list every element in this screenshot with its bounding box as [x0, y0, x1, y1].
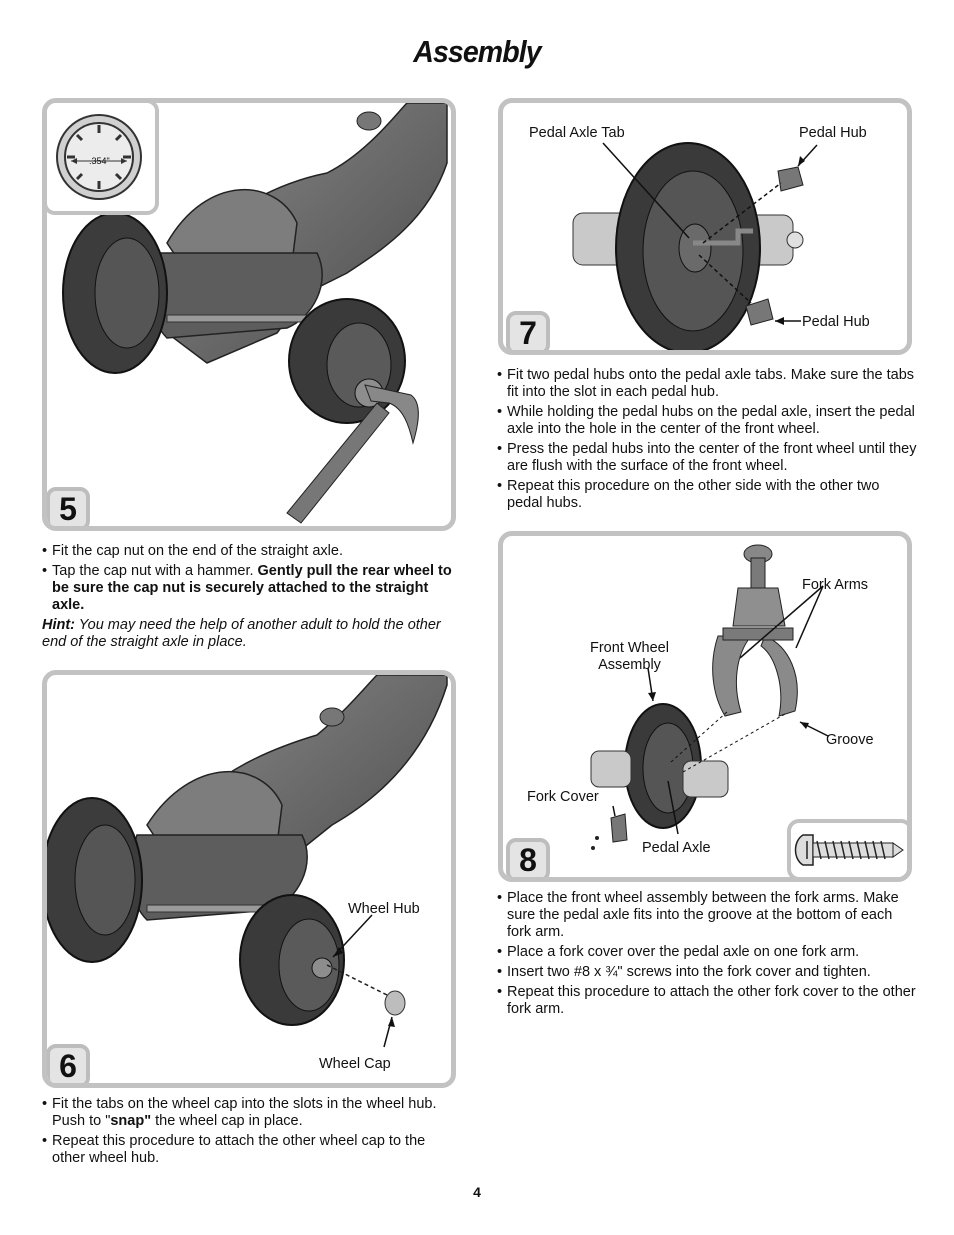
- screw-inset: [787, 819, 907, 877]
- step5-instructions: Fit the cap nut on the end of the straig…: [42, 543, 452, 651]
- wheel-hub-label: Wheel Hub: [348, 901, 420, 917]
- step5-number: 5: [47, 487, 90, 526]
- list-item: Fit two pedal hubs onto the pedal axle t…: [497, 367, 917, 401]
- gauge-icon: [56, 114, 142, 200]
- wheel-cap-label: Wheel Cap: [319, 1056, 391, 1072]
- step5-panel: .354" 5: [42, 98, 456, 531]
- fork-cover-label: Fork Cover: [527, 789, 599, 805]
- gauge-label: .354": [89, 156, 110, 166]
- step7-panel: Pedal Axle Tab Pedal Hub Pedal Hub 7: [498, 98, 912, 355]
- list-item: Fit the cap nut on the end of the straig…: [42, 543, 452, 560]
- pedal-hub-bottom-label: Pedal Hub: [802, 314, 870, 330]
- screw-icon: [794, 834, 904, 866]
- list-item: Repeat this procedure on the other side …: [497, 478, 917, 512]
- step6-panel: Wheel Hub Wheel Cap 6: [42, 670, 456, 1088]
- list-item: Press the pedal hubs into the center of …: [497, 441, 917, 475]
- step8-instructions: Place the front wheel assembly between t…: [497, 890, 917, 1021]
- hint-text: Hint: You may need the help of another a…: [42, 617, 441, 650]
- list-item: Repeat this procedure to attach the othe…: [42, 1133, 452, 1167]
- list-item: Place a fork cover over the pedal axle o…: [497, 944, 917, 961]
- step8-number: 8: [506, 838, 550, 877]
- step8-illustration: [590, 544, 829, 850]
- list-item: Tap the cap nut with a hammer. Gently pu…: [42, 563, 452, 614]
- step6-number: 6: [47, 1044, 90, 1083]
- page-number: 4: [473, 1184, 481, 1200]
- step6-instructions: Fit the tabs on the wheel cap into the s…: [42, 1096, 452, 1170]
- list-item: Fit the tabs on the wheel cap into the s…: [42, 1096, 452, 1130]
- fork-arms-label: Fork Arms: [802, 577, 869, 593]
- step8-panel: Fork Arms Front Wheel Assembly Groove Fo…: [498, 531, 912, 882]
- pedal-hub-top-label: Pedal Hub: [799, 125, 867, 141]
- groove-label: Groove: [826, 732, 874, 748]
- step7-illustration: [572, 142, 818, 350]
- page-title: Assembly: [413, 34, 541, 69]
- step6-illustration: [47, 675, 448, 1048]
- step5-illustration: [62, 103, 448, 524]
- step7-instructions: Fit two pedal hubs onto the pedal axle t…: [497, 367, 917, 515]
- hammer-icon: [286, 384, 419, 524]
- front-wheel-assembly-label: Front Wheel Assembly: [590, 640, 669, 673]
- list-item: While holding the pedal hubs on the peda…: [497, 404, 917, 438]
- list-item: Insert two #8 x ¾" screws into the fork …: [497, 964, 917, 981]
- gauge-inset: .354": [47, 103, 159, 215]
- pedal-axle-label: Pedal Axle: [642, 840, 711, 856]
- list-item: Repeat this procedure to attach the othe…: [497, 984, 917, 1018]
- pedal-axle-tab-label: Pedal Axle Tab: [529, 125, 625, 141]
- step7-number: 7: [506, 311, 550, 350]
- list-item: Place the front wheel assembly between t…: [497, 890, 917, 941]
